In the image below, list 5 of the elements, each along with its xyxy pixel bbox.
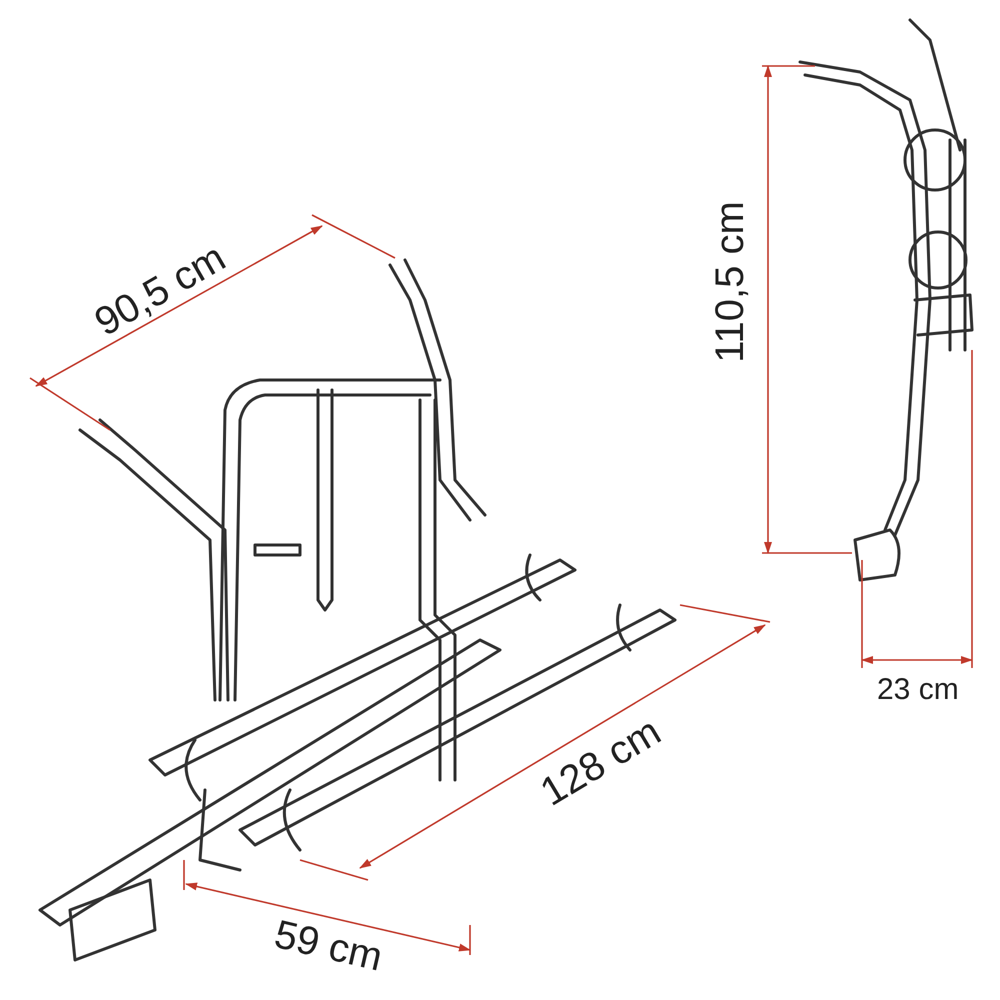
dimension-label: 90,5 cm (88, 237, 232, 343)
dimension-label: 128 cm (534, 711, 667, 813)
dimension-label: 23 cm (877, 675, 959, 705)
dimension-label: 59 cm (270, 914, 386, 978)
dimension-label: 110,5 cm (710, 201, 750, 363)
